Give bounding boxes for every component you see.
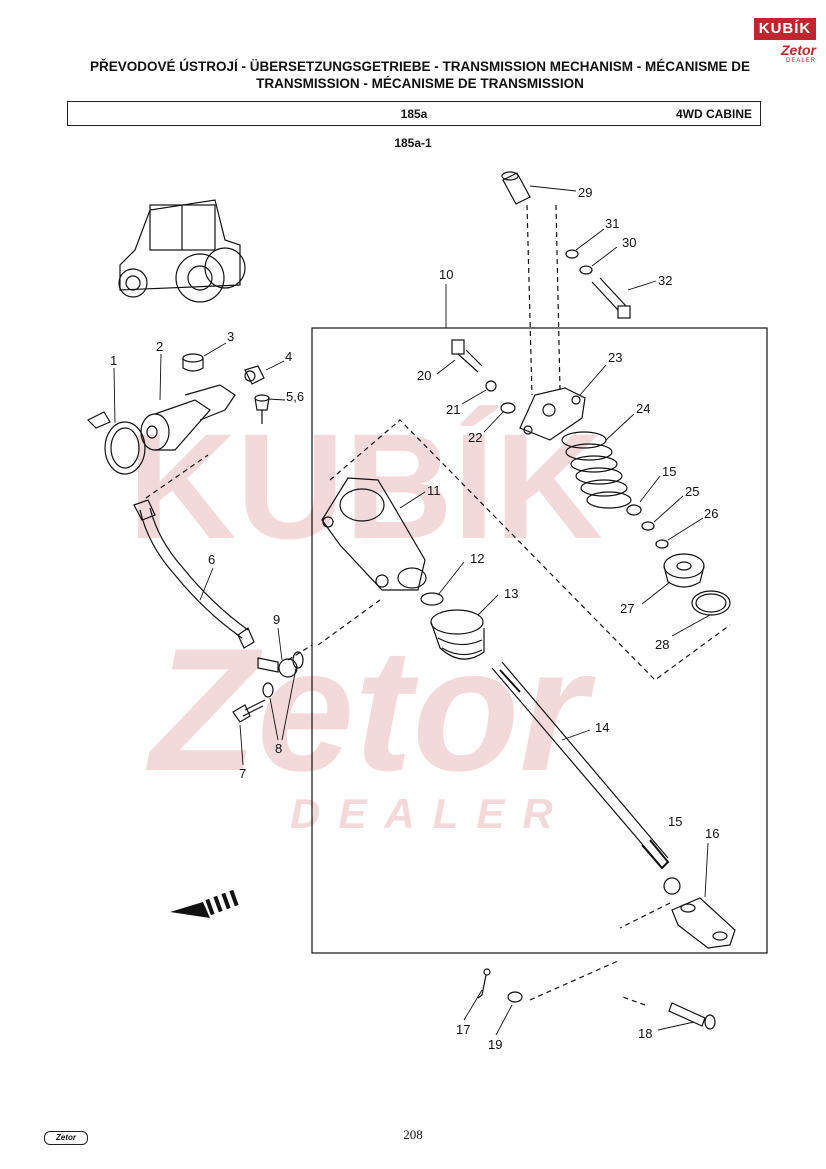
callout-15-lower: 15 [668,814,682,829]
part-14-shaft [491,661,670,870]
callout-25: 25 [685,484,699,499]
part-13-boot [430,609,485,660]
callout-20: 20 [417,368,431,383]
callout-21: 21 [446,402,460,417]
leader-lines [113,185,711,1036]
direction-arrow-icon [170,889,239,918]
assembly-frame [311,327,768,954]
part-11-housing [321,477,427,591]
watermark: KUBÍK Zetor DEALER [128,402,603,837]
footer-logo: Zetor [44,1131,88,1145]
part-23-bracket [519,387,586,441]
callout-29: 29 [578,185,592,200]
part-1-band [86,411,146,475]
callout-1: 1 [110,353,117,368]
assembly-lines [317,204,731,681]
callout-24: 24 [636,401,650,416]
callout-14: 14 [595,720,609,735]
callout-4: 4 [285,349,292,364]
part-8-washers [262,644,313,698]
part-6-pipe [133,454,255,649]
logo-brand: KUBÍK [754,18,816,40]
callout-8: 8 [275,741,282,756]
title-line-1: PŘEVODOVÉ ÚSTROJÍ - ÜBERSETZUNGSGETRIEBE… [89,59,751,74]
part-22-washer [500,402,516,414]
part-31-nut [565,249,579,259]
callout-7: 7 [239,766,246,781]
callout-22: 22 [468,430,482,445]
callout-15-upper: 15 [662,464,676,479]
logo-tag: DEALER [785,58,816,64]
callout-10: 10 [439,267,453,282]
part-28-seal [691,590,731,616]
callout-26: 26 [704,506,718,521]
dealer-logo: KUBÍK Zetor DEALER [754,18,816,66]
part-7-bolt [232,699,266,723]
part-25-washer [641,521,655,531]
part-4-elbow [244,365,265,385]
part-15-nut-upper [626,504,642,516]
part-12-ring [420,592,444,606]
callout-11: 11 [427,483,441,498]
model-name: 4WD CABINE [675,107,752,121]
section-code: 185a [400,107,428,121]
callout-30: 30 [622,235,636,250]
title-line-2: TRANSMISSION - MÉCANISME DE TRANSMISSION [256,76,584,91]
callout-5-6: 5,6 [286,389,304,404]
part-29-sleeve [501,171,531,205]
callout-23: 23 [608,350,622,365]
callout-18: 18 [638,1026,652,1041]
callout-27: 27 [620,601,634,616]
callout-17: 17 [456,1022,470,1037]
part-20-bolt [451,339,483,373]
part-30-washer [579,265,593,275]
part-16-fork [619,897,736,949]
part-17-pin [477,968,491,999]
callout-6: 6 [208,552,215,567]
callout-19: 19 [488,1037,502,1052]
part-15-nut-lower [663,877,681,895]
callout-9: 9 [273,612,280,627]
part-27-cap [663,553,705,588]
part-32-bolt [591,277,631,319]
part-19-washer [507,991,523,1003]
watermark-middle: Zetor [145,613,596,808]
part-18-pin [529,959,716,1030]
callout-32: 32 [658,273,672,288]
part-2-cylinder [140,384,236,451]
callout-13: 13 [504,586,518,601]
page-title: PŘEVODOVÉ ÚSTROJÍ - ÜBERSETZUNGSGETRIEBE… [60,58,780,92]
logo-sub: Zetor [781,42,816,58]
callout-28: 28 [655,637,669,652]
diagram-code: 185a-1 [394,136,432,150]
page-number: 208 [403,1127,423,1142]
tractor-illustration [118,199,246,303]
watermark-top: KUBÍK [128,402,603,570]
watermark-bottom: DEALER [290,790,571,837]
part-26-washer [655,539,669,549]
callout-3: 3 [227,329,234,344]
callout-16: 16 [705,826,719,841]
part-21-nut [485,380,497,392]
part-3-cap [182,353,204,372]
callout-2: 2 [156,339,163,354]
callout-12: 12 [470,551,484,566]
part-5-6-fitting [254,394,270,424]
callout-labels: 1 2 3 4 5,6 6 7 8 9 10 11 12 13 14 15 15… [110,185,719,1052]
callout-31: 31 [605,216,619,231]
header-box: 185a 4WD CABINE [67,101,761,126]
